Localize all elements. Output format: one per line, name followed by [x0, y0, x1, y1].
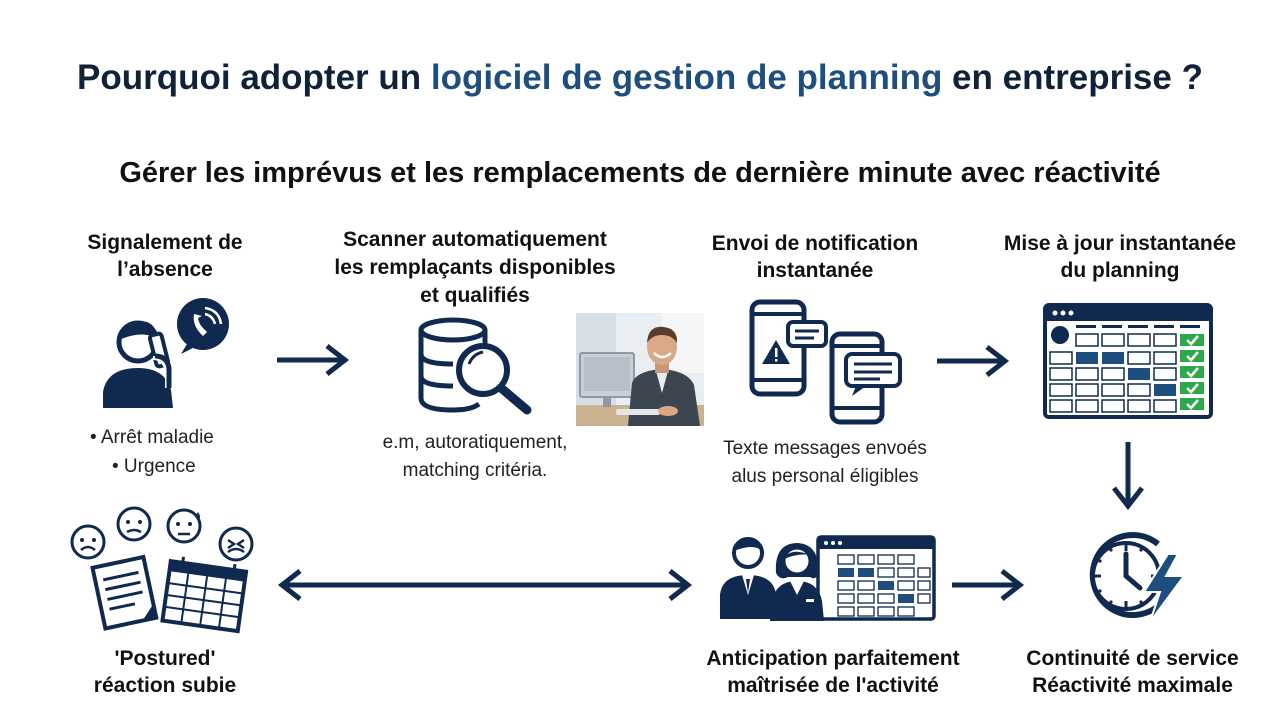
scan-description: e.m, autoratiquement, matching critéria.	[355, 429, 595, 485]
phones-notification-icon	[748, 298, 906, 426]
double-arrow-icon	[278, 567, 692, 603]
page-subtitle: Gérer les imprévus et les remplacements …	[0, 157, 1280, 190]
arrow-right-icon	[275, 342, 350, 378]
absence-label: Signalement de l’absence	[60, 229, 270, 283]
notify-description: Texte messages envoés alus personal élig…	[700, 435, 950, 491]
arrow-right-icon	[935, 343, 1010, 379]
title-accent: logiciel de gestion de planning	[431, 58, 942, 97]
absence-bullets: • Arrêt maladie • Urgence	[90, 423, 250, 481]
scan-label: Scanner automatiquement les remplaçants …	[305, 226, 645, 310]
bullet-item: • Arrêt maladie	[90, 423, 250, 452]
arrow-down-icon	[1110, 440, 1146, 510]
update-label: Mise à jour instantanée du planning	[985, 230, 1255, 284]
continuity-label: Continuité de service Réactivité maximal…	[1000, 645, 1265, 699]
bullet-item: • Urgence	[90, 452, 250, 481]
team-planning-icon	[718, 533, 938, 623]
anticipation-label: Anticipation parfaitement maîtrisée de l…	[683, 645, 983, 699]
clock-lightning-icon	[1080, 528, 1190, 624]
page-title: Pourquoi adopter un logiciel de gestion …	[0, 58, 1280, 98]
smiling-man-computer-photo	[576, 313, 704, 426]
arrow-right-icon	[950, 567, 1025, 603]
notify-label: Envoi de notification instantanée	[680, 230, 950, 284]
stressed-faces-papers-icon	[68, 506, 260, 634]
database-search-icon	[415, 318, 540, 418]
person-phone-call-icon	[95, 296, 235, 411]
planning-calendar-check-icon	[1042, 302, 1214, 420]
reactive-label: 'Postured' réaction subie	[60, 645, 270, 699]
